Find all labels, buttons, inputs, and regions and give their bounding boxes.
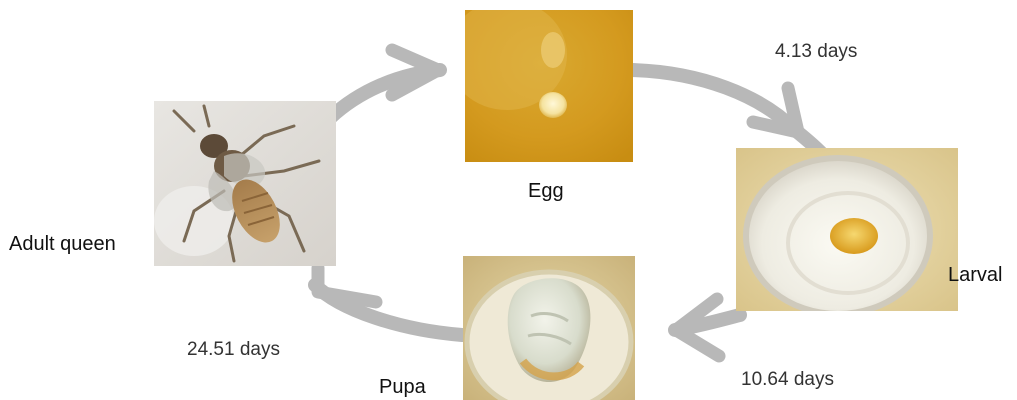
adult-queen-photo xyxy=(154,101,336,266)
duration-larval-to-pupa: 10.64 days xyxy=(741,369,834,391)
egg-photo xyxy=(465,10,633,162)
arrowhead-pupa-to-adult xyxy=(318,268,376,302)
larval-photo xyxy=(736,148,958,311)
duration-pupa-to-adult: 24.51 days xyxy=(187,339,280,361)
stage-label-adult-queen: Adult queen xyxy=(9,233,116,256)
stage-label-egg: Egg xyxy=(528,180,564,203)
stage-label-pupa: Pupa xyxy=(379,376,426,399)
duration-egg-to-larval: 4.13 days xyxy=(775,41,857,63)
pupa-photo xyxy=(463,256,635,400)
stage-label-larval: Larval xyxy=(948,264,1002,287)
